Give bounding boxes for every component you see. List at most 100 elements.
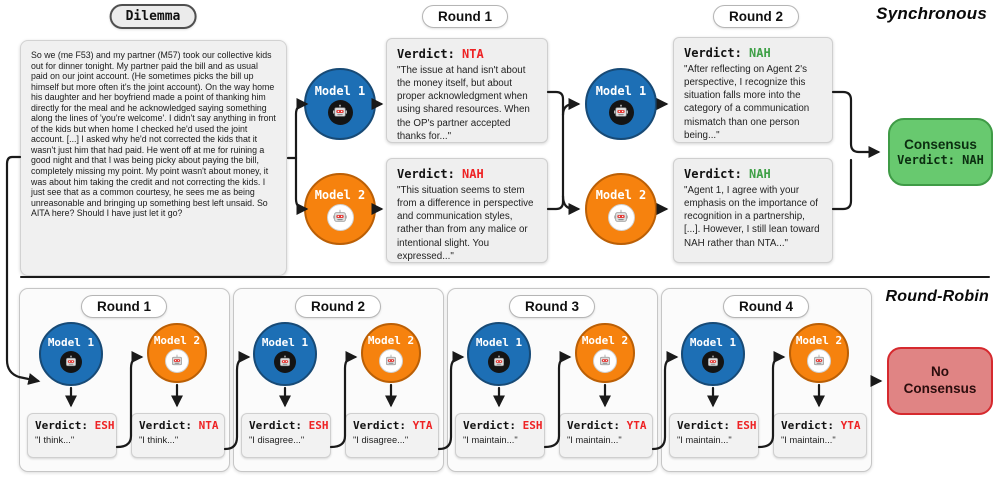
robot-icon [327, 99, 353, 125]
robot-icon [608, 99, 634, 125]
verdict-quote: "I maintain..." [567, 435, 622, 445]
verdict-label: Verdict: [567, 419, 620, 432]
dilemma-text-box: So we (me F53) and my partner (M57) took… [20, 40, 287, 276]
robot-icon [274, 350, 296, 373]
verdict-label: Verdict: [353, 419, 406, 432]
consensus-box: Consensus Verdict: NAH [888, 118, 993, 186]
section-divider [20, 276, 990, 278]
arrow-verdict2-join [831, 158, 853, 211]
rr-r1-model2-node: Model 2 [147, 323, 207, 383]
verdict-label: Verdict: [249, 419, 302, 432]
robot-icon [807, 348, 831, 373]
model2-label: Model 2 [581, 333, 629, 347]
verdict-value: NAH [749, 167, 771, 181]
verdict-value: ESH [308, 419, 329, 432]
verdict-quote: "This situation seems to stem from a dif… [397, 185, 534, 262]
model1-label: Model 1 [595, 83, 647, 98]
model1-label: Model 1 [475, 335, 523, 349]
rr-r4-m2-verdict-box: Verdict: YTA "I maintain..." [773, 413, 867, 458]
verdict-label: Verdict: [139, 419, 192, 432]
model1-label: Model 1 [47, 335, 95, 349]
sync-r2-m2-verdict-box: Verdict: NAH "Agent 1, I agree with your… [673, 158, 833, 263]
verdict-value: ESH [736, 419, 757, 432]
verdict-label: Verdict: [781, 419, 834, 432]
rr-r2-model2-node: Model 2 [361, 323, 421, 383]
robot-icon [488, 350, 510, 373]
verdict-value: YTA [412, 419, 433, 432]
sync-r1-model2-node: Model 2 [304, 173, 376, 245]
rr-r3-m2-verdict-box: Verdict: YTA "I maintain..." [559, 413, 653, 458]
model1-label: Model 1 [261, 335, 309, 349]
model1-label: Model 1 [314, 83, 366, 98]
synchronous-section-label: Synchronous [876, 4, 987, 23]
verdict-value: NTA [462, 47, 484, 61]
verdict-quote: "After reflecting on Agent 2's perspecti… [684, 64, 810, 141]
robot-icon [326, 203, 354, 231]
robot-icon [60, 350, 82, 373]
round-robin-section-label: Round-Robin [885, 288, 989, 305]
robot-icon [593, 348, 617, 373]
arrow-r1-merge-bar [546, 90, 565, 211]
rr-r4-m1-verdict-box: Verdict: ESH "I maintain..." [669, 413, 759, 458]
rr-r2-m1-verdict-box: Verdict: ESH "I disagree..." [241, 413, 331, 458]
robot-icon [702, 350, 724, 373]
rr-r2-model1-node: Model 1 [253, 322, 317, 386]
sync-r2-m1-verdict-box: Verdict: NAH "After reflecting on Agent … [673, 37, 833, 143]
verdict-quote: "I maintain..." [677, 435, 732, 445]
model2-label: Model 2 [153, 333, 201, 347]
sync-r1-m2-verdict-box: Verdict: NAH "This situation seems to st… [386, 158, 548, 263]
no-consensus-line2: Consensus [903, 381, 977, 396]
verdict-value: YTA [840, 419, 861, 432]
verdict-value: NAH [462, 167, 484, 181]
sync-r2-model1-node: Model 1 [585, 68, 657, 140]
rr-r1-m1-verdict-box: Verdict: ESH "I think..." [27, 413, 117, 458]
no-consensus-box: No Consensus [887, 347, 993, 415]
rr-r4-model1-node: Model 1 [681, 322, 745, 386]
verdict-value: NTA [198, 419, 219, 432]
sync-r2-model2-node: Model 2 [585, 173, 657, 245]
rr-round3-pill: Round 3 [509, 295, 595, 318]
verdict-label: Verdict: [397, 167, 455, 181]
rr-r3-model2-node: Model 2 [575, 323, 635, 383]
no-consensus-line1: No [931, 364, 949, 380]
model1-label: Model 1 [689, 335, 737, 349]
verdict-label: Verdict: [677, 419, 730, 432]
rr-r4-model2-node: Model 2 [789, 323, 849, 383]
consensus-verdict: Verdict: NAH [897, 153, 984, 167]
sync-round2-pill: Round 2 [713, 5, 799, 28]
rr-round2-pill: Round 2 [295, 295, 381, 318]
verdict-value: NAH [749, 46, 771, 60]
model2-label: Model 2 [314, 187, 366, 202]
verdict-quote: "Agent 1, I agree with your emphasis on … [684, 185, 820, 249]
sync-r1-model1-node: Model 1 [304, 68, 376, 140]
arrow-to-consensus [831, 90, 881, 159]
rr-round1-pill: Round 1 [81, 295, 167, 318]
verdict-quote: "I disagree..." [249, 435, 305, 445]
sync-round1-pill: Round 1 [422, 5, 508, 28]
dilemma-pill: Dilemma [109, 4, 197, 29]
verdict-quote: "I disagree..." [353, 435, 409, 445]
verdict-quote: "The issue at hand isn't about the money… [397, 65, 530, 142]
robot-icon [379, 348, 403, 373]
rr-r2-m2-verdict-box: Verdict: YTA "I disagree..." [345, 413, 439, 458]
consensus-title: Consensus [904, 137, 977, 152]
verdict-quote: "I maintain..." [463, 435, 518, 445]
verdict-label: Verdict: [463, 419, 516, 432]
verdict-value: ESH [94, 419, 115, 432]
rr-r1-m2-verdict-box: Verdict: NTA "I think..." [131, 413, 225, 458]
verdict-quote: "I think..." [35, 435, 75, 445]
arrow-merge-to-r2m1 [561, 97, 581, 117]
verdict-label: Verdict: [397, 47, 455, 61]
verdict-label: Verdict: [35, 419, 88, 432]
model2-label: Model 2 [795, 333, 843, 347]
verdict-quote: "I think..." [139, 435, 179, 445]
rr-round4-pill: Round 4 [723, 295, 809, 318]
arrow-merge-to-r2m2 [561, 194, 581, 216]
rr-r3-model1-node: Model 1 [467, 322, 531, 386]
robot-icon [607, 203, 635, 231]
rr-r1-model1-node: Model 1 [39, 322, 103, 386]
model2-label: Model 2 [367, 333, 415, 347]
verdict-label: Verdict: [684, 46, 742, 60]
sync-r1-m1-verdict-box: Verdict: NTA "The issue at hand isn't ab… [386, 38, 548, 143]
